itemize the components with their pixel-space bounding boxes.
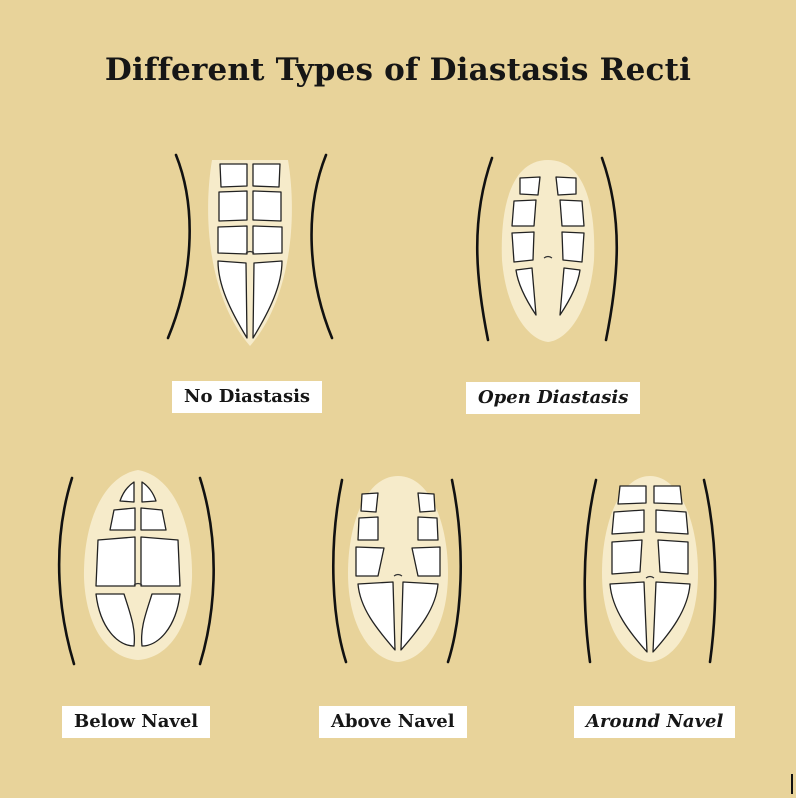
label-below-navel: Below Navel — [62, 706, 211, 738]
label-above-navel: Above Navel — [319, 706, 467, 738]
text-cursor — [791, 774, 793, 794]
diagram-title: Different Types of Diastasis Recti — [104, 52, 692, 88]
torso-around-navel — [583, 476, 717, 664]
label-open-diastasis: Open Diastasis — [466, 382, 641, 414]
torso-above-navel — [331, 476, 463, 664]
label-no-diastasis: No Diastasis — [172, 381, 323, 413]
torso-below-navel — [57, 470, 215, 666]
label-around-navel: Around Navel — [574, 706, 736, 738]
torso-no-diastasis — [166, 153, 334, 346]
torso-open-diastasis — [475, 156, 619, 342]
